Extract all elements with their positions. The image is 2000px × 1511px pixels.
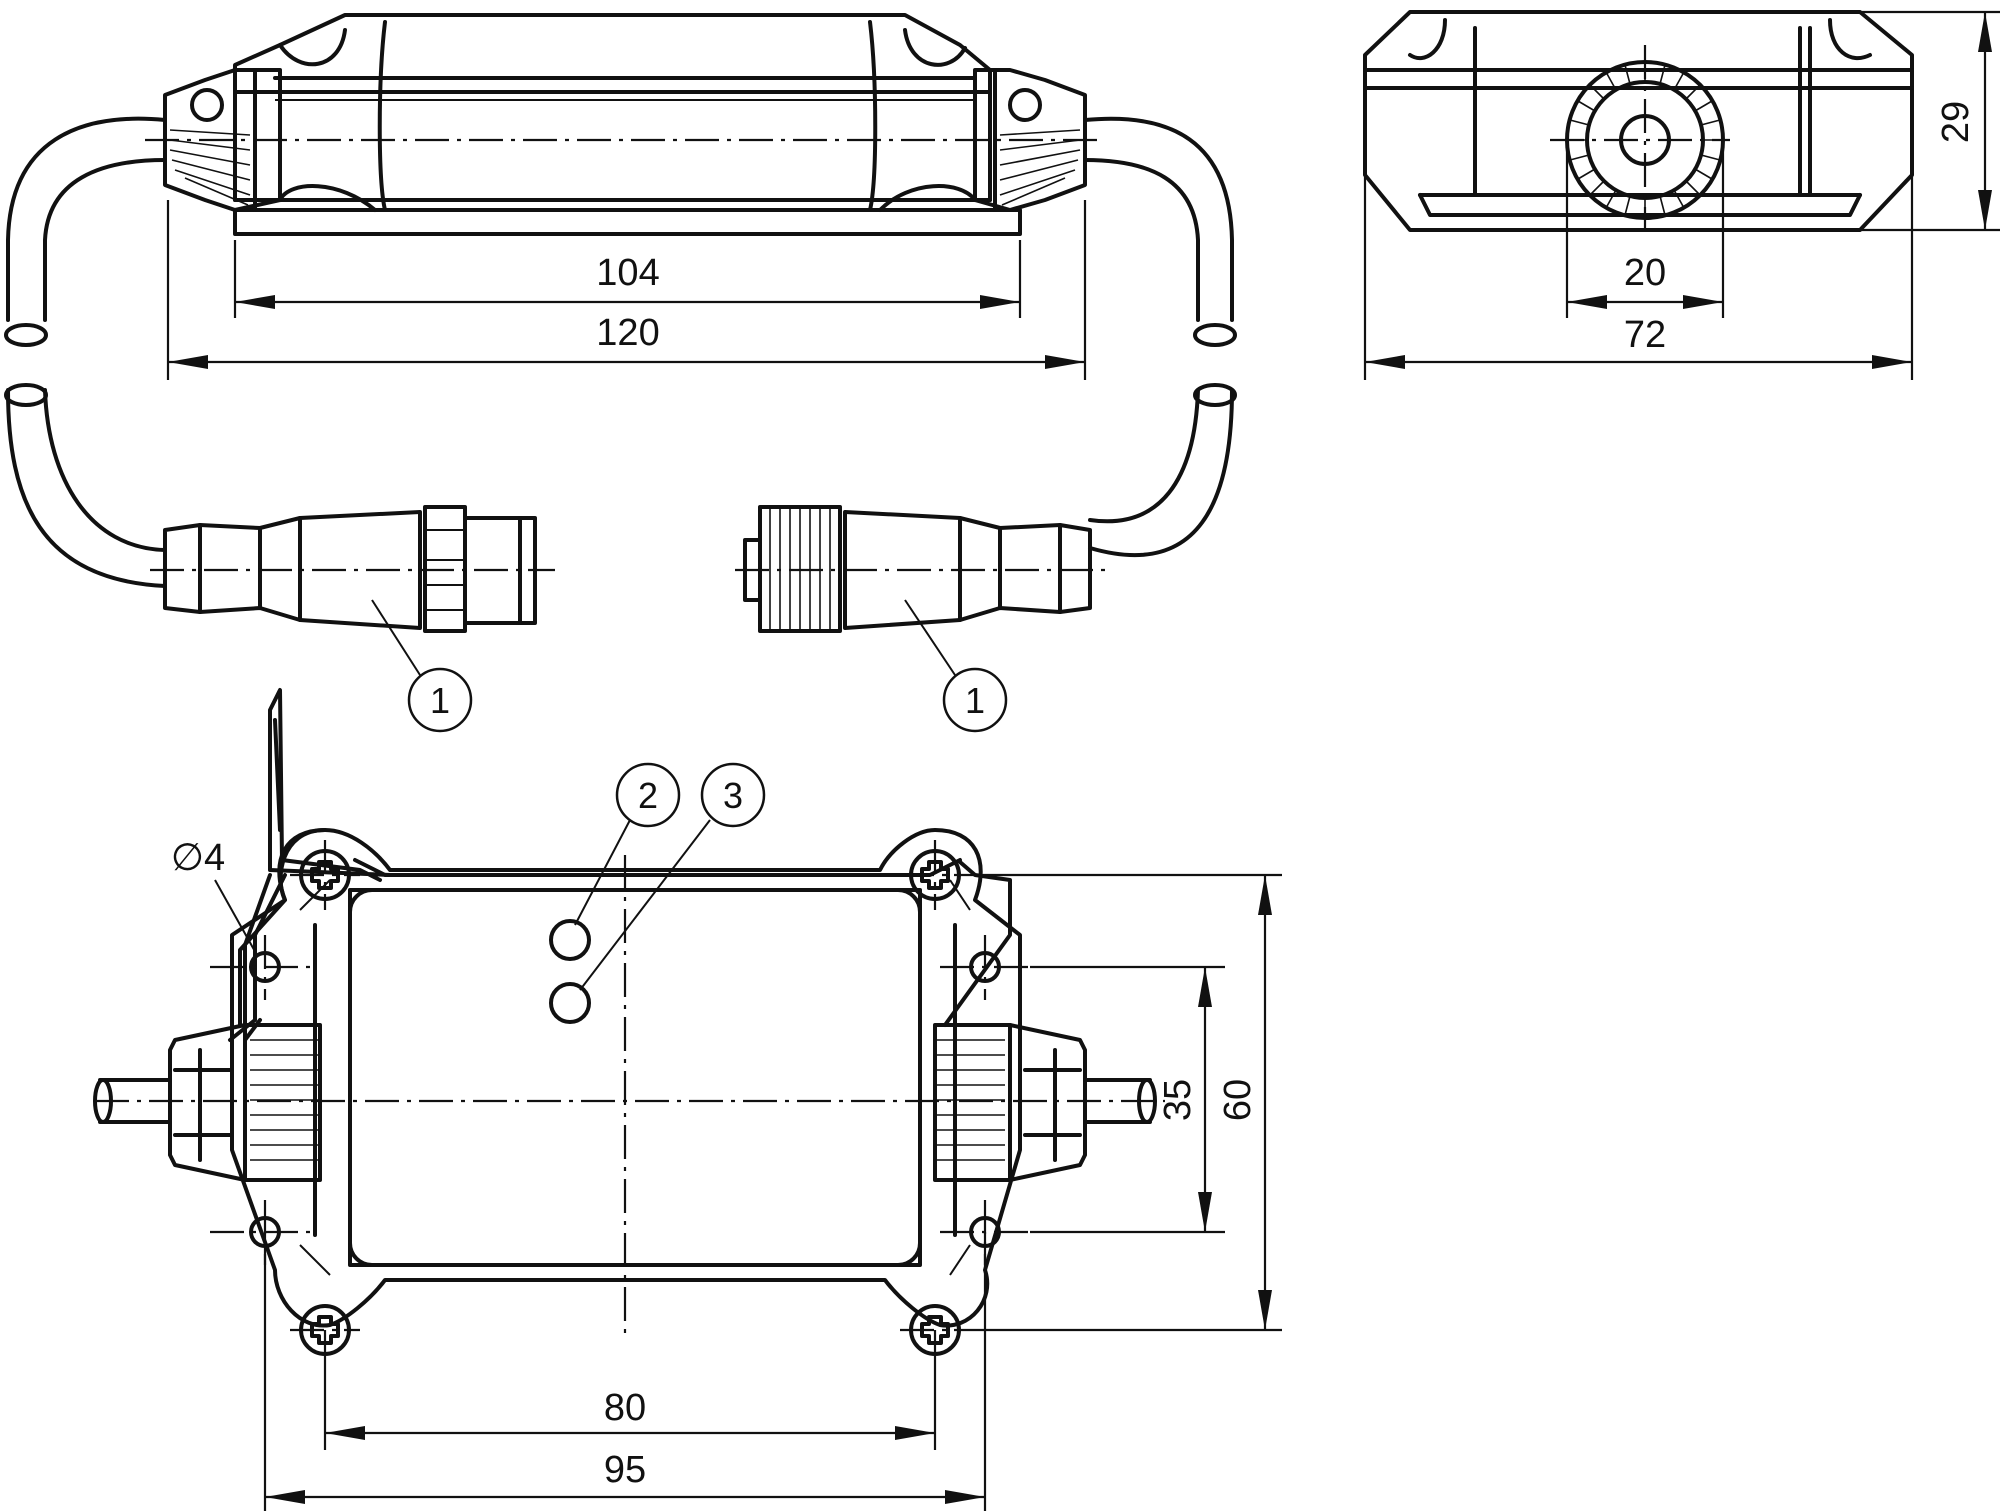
led-2 (549, 919, 591, 961)
end-dimensions: 29 20 72 (1363, 10, 2000, 380)
dim-72: 72 (1624, 314, 1666, 356)
dim-95: 95 (604, 1449, 646, 1491)
callout-3: 3 (700, 762, 766, 828)
dim-60: 60 (1217, 1079, 1259, 1121)
dim-35: 35 (1157, 1079, 1199, 1121)
led-3 (549, 982, 591, 1024)
svg-text:3: 3 (723, 775, 743, 816)
svg-text:1: 1 (430, 680, 450, 721)
dim-20: 20 (1624, 252, 1666, 294)
callout-1-right: 1 (942, 667, 1008, 733)
dim-80: 80 (604, 1387, 646, 1429)
top-view (93, 688, 1165, 1356)
end-view (1363, 10, 1914, 232)
svg-text:2: 2 (638, 775, 658, 816)
dim-120: 120 (596, 312, 659, 354)
dim-29: 29 (1935, 101, 1977, 143)
callout-2: 2 (615, 762, 681, 828)
side-view (4, 13, 1237, 676)
dim-104: 104 (596, 252, 659, 294)
callout-1-left: 1 (407, 667, 473, 733)
svg-text:1: 1 (965, 680, 985, 721)
top-dimensions: 80 95 35 60 (263, 873, 1282, 1511)
side-dimensions: 104 120 (166, 200, 1087, 380)
dim-hole-diameter: ∅4 (171, 837, 225, 879)
